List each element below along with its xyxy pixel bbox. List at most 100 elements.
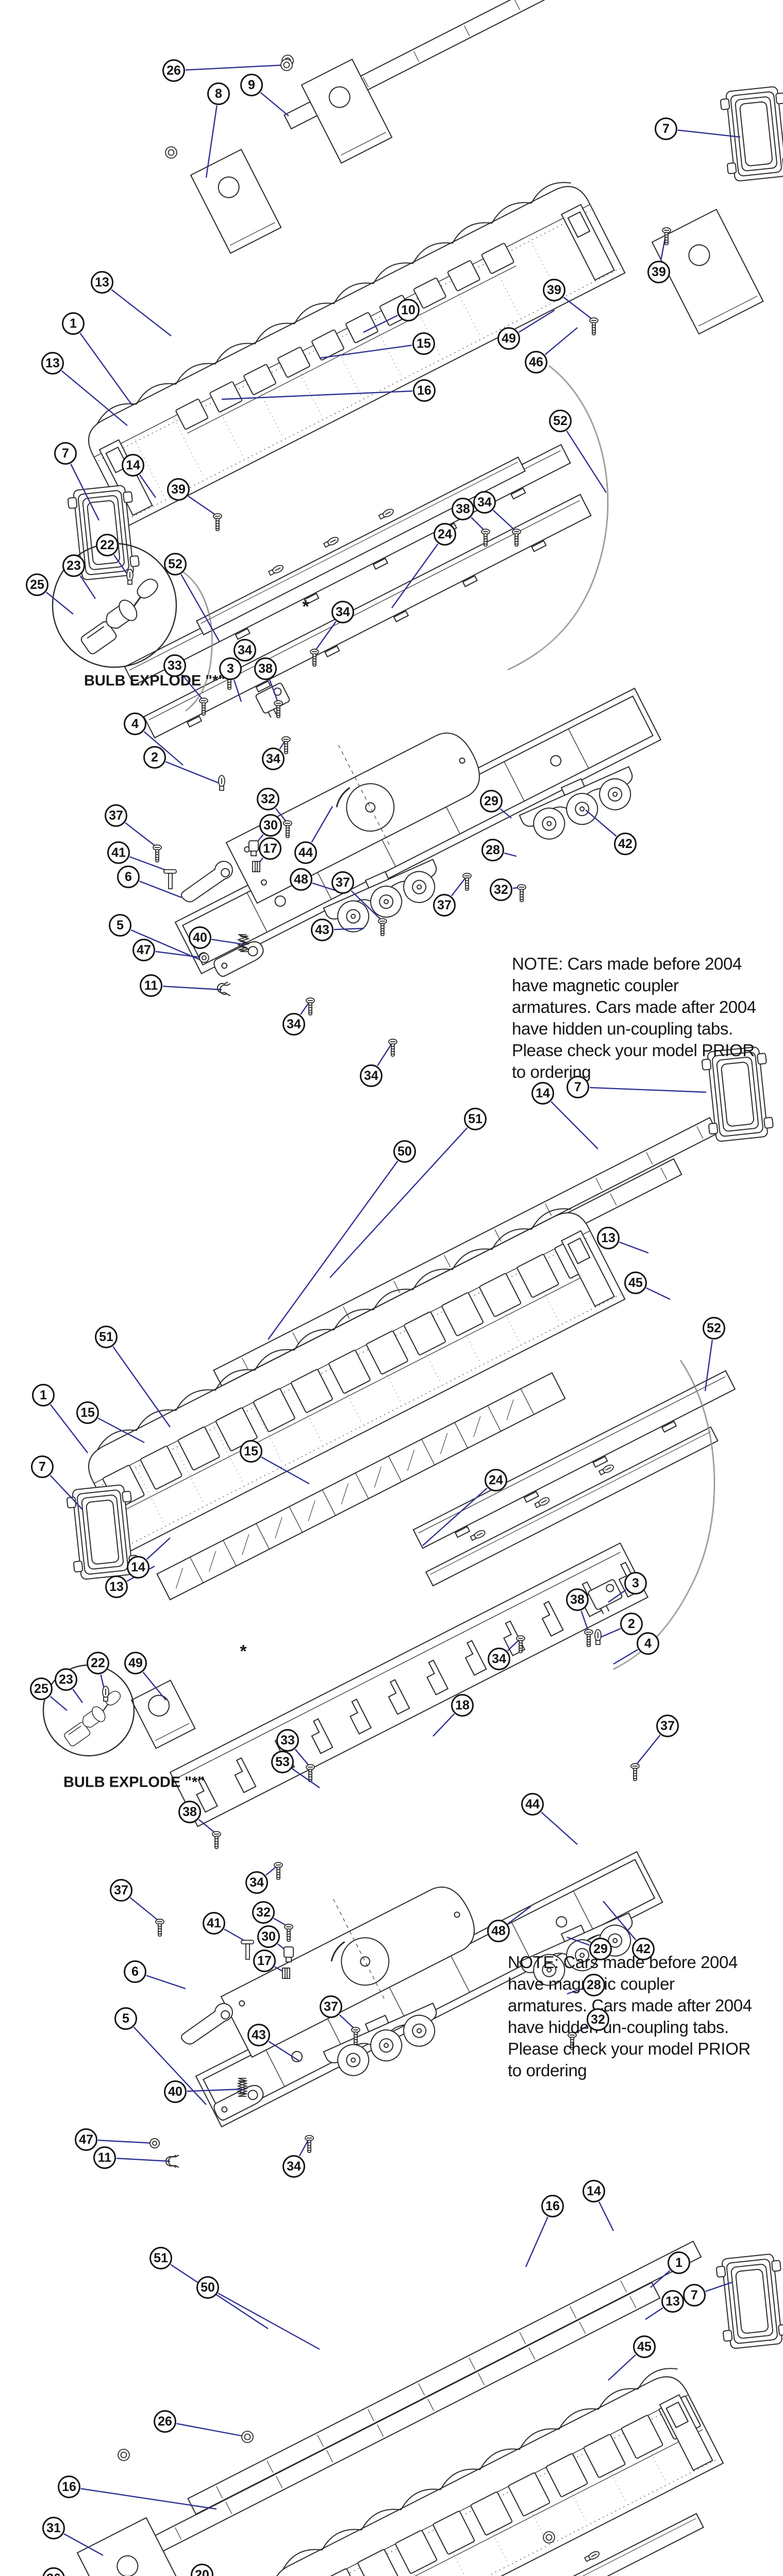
- callout-34: 34: [331, 601, 354, 623]
- callout-14: 14: [531, 1082, 554, 1105]
- part-glyph-32: [283, 820, 292, 838]
- callout-29: 29: [589, 1938, 612, 1960]
- callout-33: 33: [163, 654, 186, 677]
- callout-9: 9: [240, 74, 263, 96]
- callout-14: 14: [122, 454, 144, 477]
- leader-line: [63, 2533, 104, 2556]
- callout-38: 38: [254, 657, 277, 680]
- leader-line: [507, 1906, 531, 1925]
- callout-30: 30: [257, 1925, 280, 1948]
- leader-line: [133, 2026, 207, 2105]
- callout-50: 50: [196, 2276, 219, 2299]
- part-glyph-34: [310, 649, 319, 667]
- callout-38: 38: [452, 498, 474, 520]
- callout-15: 15: [240, 1440, 262, 1463]
- callout-39: 39: [543, 279, 565, 301]
- leader-line: [268, 2041, 299, 2062]
- leader-line: [608, 2354, 636, 2381]
- leader-line: [504, 852, 517, 857]
- callout-51: 51: [464, 1108, 487, 1130]
- part-glyph-37: [155, 1919, 164, 1937]
- callout-23: 23: [62, 554, 85, 577]
- callout-25: 25: [26, 573, 48, 596]
- leader-line: [49, 1696, 68, 1711]
- callout-25: 25: [30, 1677, 53, 1700]
- leader-line: [646, 1287, 671, 1300]
- leader-line: [319, 344, 412, 359]
- callout-5: 5: [114, 2007, 137, 2030]
- callout-47: 47: [75, 2128, 97, 2151]
- leader-line: [589, 1087, 707, 1093]
- callout-51: 51: [95, 1326, 118, 1348]
- callout-2: 2: [143, 746, 166, 769]
- callout-37: 37: [433, 894, 456, 917]
- callout-34: 34: [488, 1648, 510, 1670]
- note-text: NOTE: Cars made before 2004 have magneti…: [508, 1953, 752, 2080]
- leader-line: [603, 1901, 637, 1941]
- part-glyph-39: [662, 227, 671, 245]
- callout-13: 13: [661, 2290, 684, 2313]
- callout-44: 44: [521, 1793, 544, 1816]
- callout-37: 37: [105, 804, 127, 827]
- part-glyph-38: [212, 1831, 221, 1849]
- leader-line: [79, 575, 96, 599]
- leader-line: [363, 315, 398, 333]
- part-glyph-38: [584, 1629, 593, 1647]
- leader-line: [80, 2488, 217, 2510]
- leader-line: [97, 2140, 155, 2144]
- callout-34: 34: [360, 1064, 382, 1087]
- part-glyph-32: [284, 1924, 293, 1942]
- leader-line: [181, 674, 204, 701]
- part-glyph-34: [274, 1862, 283, 1880]
- callout-22: 22: [87, 1652, 109, 1674]
- part-glyph-37: [630, 1763, 640, 1781]
- part-glyph-41: [163, 869, 177, 889]
- callout-48: 48: [290, 868, 312, 891]
- leader-line: [50, 1404, 88, 1453]
- callout-14: 14: [127, 1556, 149, 1579]
- leader-line: [645, 2307, 663, 2320]
- callout-30: 30: [259, 814, 282, 837]
- callout-17: 17: [259, 837, 281, 860]
- callout-7: 7: [54, 442, 77, 465]
- part-glyph-34: [516, 1635, 525, 1653]
- leader-line: [650, 2270, 671, 2288]
- leader-line: [176, 2423, 248, 2438]
- part-glyph-38: [481, 529, 490, 547]
- leader-line: [544, 327, 578, 355]
- part-glyph-26: [241, 2431, 254, 2443]
- leader-line: [597, 1628, 621, 1639]
- callout-16: 16: [58, 2476, 80, 2498]
- callout-29: 29: [480, 790, 503, 812]
- leader-line: [705, 2281, 732, 2292]
- leader-line: [339, 2014, 356, 2030]
- callout-40: 40: [189, 926, 211, 949]
- leader-line: [180, 574, 221, 642]
- callout-50: 50: [393, 1140, 416, 1163]
- callout-10: 10: [397, 299, 420, 321]
- leader-line: [525, 2216, 548, 2267]
- callout-39: 39: [647, 261, 670, 283]
- callout-52: 52: [549, 410, 572, 432]
- callout-17: 17: [253, 1950, 276, 1972]
- leader-line: [46, 591, 74, 615]
- callout-41: 41: [107, 841, 130, 864]
- callout-34: 34: [473, 491, 496, 514]
- part-glyph-47: [199, 953, 209, 963]
- callout-45: 45: [624, 1272, 647, 1294]
- part-glyph-37: [462, 873, 472, 891]
- callout-15: 15: [412, 332, 435, 355]
- callout-16: 16: [541, 2195, 564, 2217]
- callout-18: 18: [451, 1694, 474, 1717]
- callout-7: 7: [655, 117, 677, 140]
- callout-3: 3: [219, 657, 242, 680]
- part-glyph-30: [248, 840, 259, 856]
- leader-line: [541, 1811, 578, 1845]
- part-glyph-39: [589, 317, 598, 335]
- callout-45: 45: [633, 2335, 656, 2358]
- part-glyph-37: [351, 2027, 360, 2045]
- leader-line: [139, 880, 182, 899]
- leader-line: [187, 2088, 243, 2092]
- part-glyph-2: [218, 775, 225, 791]
